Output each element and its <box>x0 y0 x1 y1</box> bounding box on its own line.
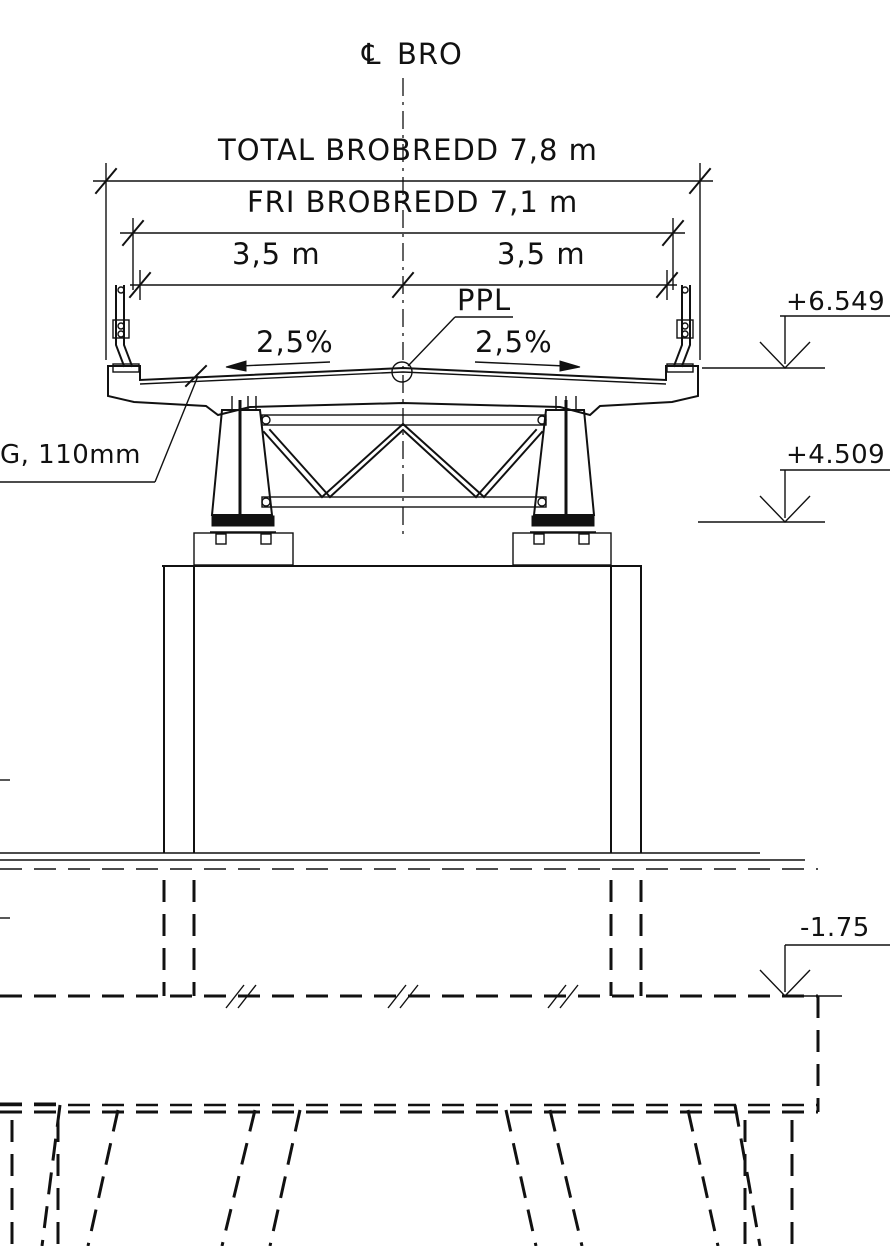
level-bearing-label: +4.509 <box>786 440 885 470</box>
lane-left-label: 3,5 m <box>232 237 321 271</box>
cross-bracing <box>261 414 547 508</box>
steel-girder-right <box>531 396 596 527</box>
cross-slope-right: 2,5% <box>474 325 581 372</box>
railing-left <box>112 285 140 373</box>
total-width-label: TOTAL BROBREDD 7,8 m <box>217 133 598 167</box>
bridge-deck-slab <box>107 365 699 417</box>
free-width-dimension: FRI BROBREDD 7,1 m <box>120 185 685 290</box>
ppl-label: PPL <box>457 283 511 317</box>
level-marker-foundation: -1.75 <box>759 913 890 998</box>
bearing-right <box>512 531 612 566</box>
level-top-label: +6.549 <box>786 287 885 317</box>
free-width-label: FRI BROBREDD 7,1 m <box>247 185 578 219</box>
slope-left-label: 2,5% <box>256 325 334 359</box>
deck-note-label: G, 110mm <box>0 440 141 470</box>
level-marker-bearing: +4.509 <box>698 440 890 524</box>
lane-width-dimension: 3,5 m 3,5 m <box>128 237 679 300</box>
foundation-footing <box>0 984 820 1114</box>
bearing-left <box>193 531 294 566</box>
railing-right <box>666 285 694 373</box>
centerline-symbol: ℄ <box>361 37 382 71</box>
ppl-marker: PPL <box>391 283 513 383</box>
steel-girder-left <box>210 396 275 527</box>
buried-pier <box>162 880 643 996</box>
level-marker-top: +6.549 <box>702 287 890 370</box>
total-width-dimension: TOTAL BROBREDD 7,8 m <box>93 133 713 360</box>
centerline-label: BRO <box>397 37 463 71</box>
foundation-piles <box>0 1103 818 1246</box>
level-foundation-label: -1.75 <box>800 913 870 943</box>
deck-note-callout: G, 110mm <box>0 364 208 483</box>
cross-slope-left: 2,5% <box>225 325 334 372</box>
water-level-lines <box>0 779 818 919</box>
bridge-centerline: ℄ BRO <box>361 37 463 540</box>
lane-right-label: 3,5 m <box>497 237 586 271</box>
pier-wall <box>162 565 642 853</box>
slope-right-label: 2,5% <box>475 325 553 359</box>
